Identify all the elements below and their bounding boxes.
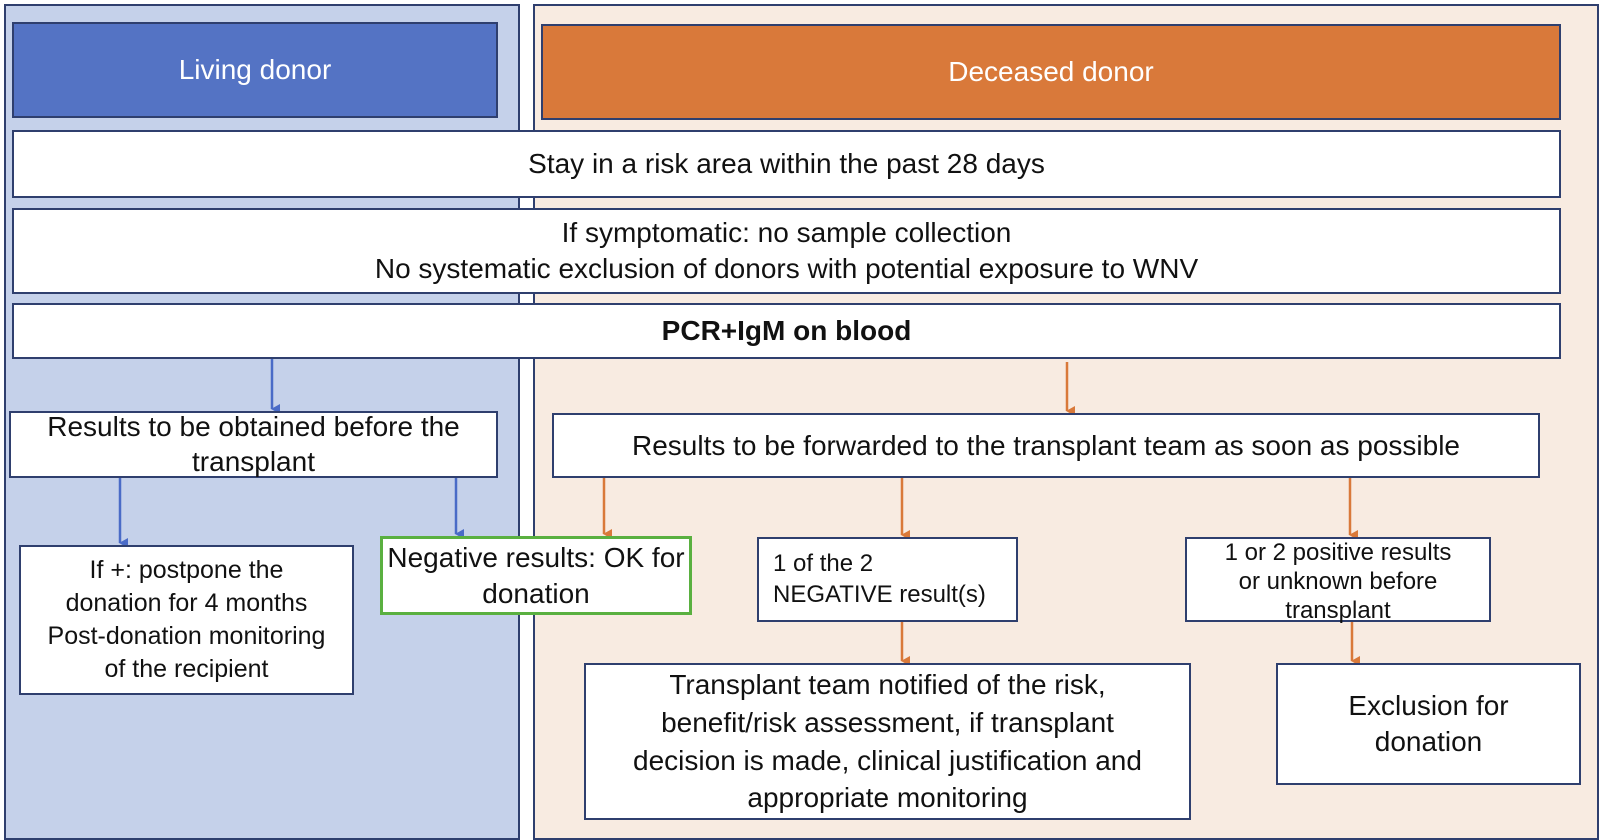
no-exclusion-text: No systematic exclusion of donors with p… <box>374 253 1199 284</box>
pcr-igm-text: PCR+IgM on blood <box>661 315 912 347</box>
notified-line-3: decision is made, clinical justification… <box>633 744 1142 776</box>
notified-line-1: Transplant team notified of the risk, <box>669 668 1106 700</box>
postpone-line-2: donation for 4 months <box>65 589 308 617</box>
notified-line-2: benefit/risk assessment, if transplant <box>661 706 1114 738</box>
living-donor-title: Living donor <box>178 54 332 86</box>
symptomatic-text: If symptomatic: no sample collection <box>561 217 1012 249</box>
negative-results-box: Negative results: OK for donation <box>380 536 692 615</box>
negative-results-text: Negative results: OK for donation <box>387 541 685 609</box>
postpone-line-4: of the recipient <box>104 655 269 683</box>
risk-area-stay-box: Stay in a risk area within the past 28 d… <box>12 130 1561 198</box>
positive-line-1: 1 or 2 positive results <box>1224 539 1452 566</box>
team-notified-box: Transplant team notified of the risk, be… <box>584 663 1191 820</box>
positive-line-2: or unknown before <box>1238 567 1438 595</box>
living-results-text: Results to be obtained before the transp… <box>47 411 460 477</box>
results-forwarded-text: Results to be forwarded to the transplan… <box>631 429 1461 461</box>
notified-line-4: appropriate monitoring <box>747 782 1028 814</box>
postpone-line-3: Post-donation monitoring <box>47 622 326 650</box>
exclusion-box: Exclusion for donation <box>1276 663 1581 785</box>
postpone-line-1: If +: postpone the <box>89 556 284 584</box>
positive-results-box: 1 or 2 positive results or unknown befor… <box>1185 537 1491 624</box>
positive-line-3: transplant <box>1285 596 1391 624</box>
symptomatic-box: If symptomatic: no sample collection No … <box>12 208 1561 294</box>
risk-area-stay-text: Stay in a risk area within the past 28 d… <box>528 148 1045 180</box>
one-negative-line-2: NEGATIVE result(s) <box>773 580 986 608</box>
exclusion-line-2: donation <box>1374 726 1483 757</box>
living-results-box: Results to be obtained before the transp… <box>9 411 498 478</box>
one-negative-line-1: 1 of the 2 <box>773 549 874 577</box>
pcr-igm-box: PCR+IgM on blood <box>12 303 1561 359</box>
living-donor-header: Living donor <box>12 22 498 118</box>
deceased-donor-header: Deceased donor <box>541 24 1561 120</box>
one-negative-result-box: 1 of the 2 NEGATIVE result(s) <box>757 537 1018 622</box>
postpone-donation-box: If +: postpone the donation for 4 months… <box>19 545 354 695</box>
results-forwarded-box: Results to be forwarded to the transplan… <box>552 413 1540 478</box>
deceased-donor-title: Deceased donor <box>948 56 1154 88</box>
exclusion-line-1: Exclusion for <box>1348 690 1509 722</box>
